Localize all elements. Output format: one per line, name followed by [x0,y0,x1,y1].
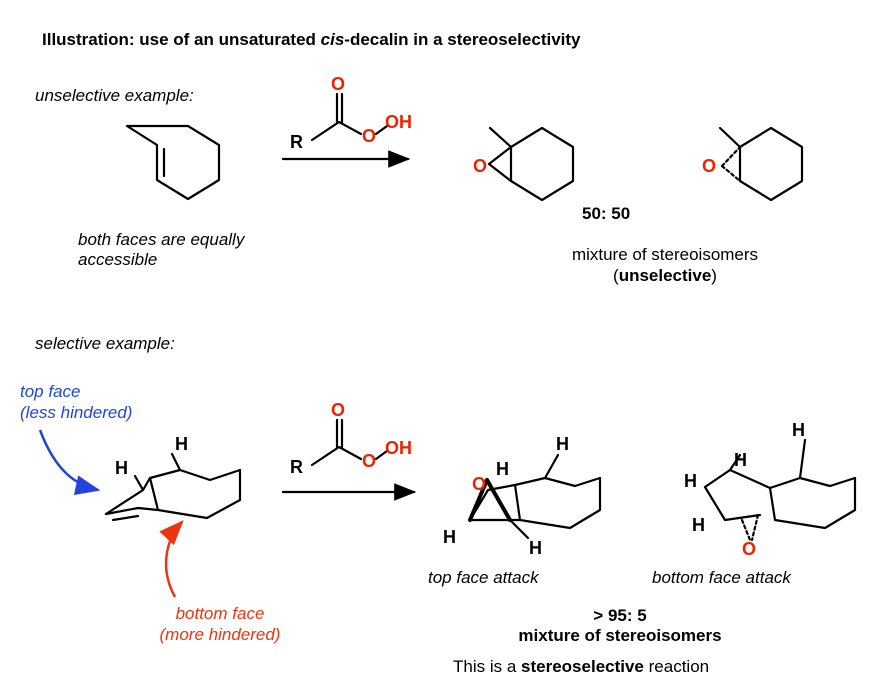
atom-o-bottom-epoxide: O [742,539,756,559]
atom-h-decalin-1: H [175,434,188,454]
result-line2: (unselective) [520,265,810,286]
atom-h-bottom-3: H [684,471,697,491]
conclusion-bold: stereoselective [521,657,644,676]
top-face-epoxide [468,453,602,540]
peracid-top [310,92,389,142]
unselective-ratio: 50: 50 [582,204,631,223]
selective-heading: selective example: [35,334,175,353]
bottom-face-line1: bottom face [175,604,265,623]
note-line2: accessible [78,250,158,269]
epoxide-product-2 [718,126,804,202]
conclusion-prefix: This is a [453,657,522,676]
title-prefix: Illustration: use of an unsaturated [42,30,321,49]
top-face-attack-label: top face attack [428,568,539,587]
conclusion: This is a stereoselective reaction [453,657,709,677]
atom-h-top-1: H [496,459,509,479]
unselective-heading: unselective example: [35,86,194,105]
cis-decalin-alkene [104,452,242,522]
conclusion-suffix: reaction [643,657,710,676]
methylcyclohexene [125,124,221,201]
top-face-line2: (less hindered) [20,403,133,422]
atom-o-epoxide-2: O [702,156,716,176]
top-face-line1: top face [20,382,81,401]
top-face-arrow [38,429,101,495]
atom-h-bottom-4: H [692,515,705,535]
result-bold: unselective [618,266,712,285]
result-line1: mixture of stereoisomers [571,245,759,264]
atom-h-top-4: H [529,538,542,558]
atom-o-peroxy-2: O [362,451,376,471]
selective-ratio: > 95: 5 mixture of stereoisomers [470,606,770,646]
atom-r-2: R [290,457,303,477]
bottom-face-attack-label: bottom face attack [652,568,791,587]
selective-ratio-line2: mixture of stereoisomers [518,626,722,645]
atom-oh-1: OH [385,112,412,132]
atom-h-bottom-2: H [734,450,747,470]
bottom-face-label: bottom face (more hindered) [120,603,320,645]
atom-h-bottom-1: H [792,420,805,440]
atom-o-top-epoxide: O [472,474,486,494]
epoxide-product-1 [487,126,575,202]
peracid-bottom [310,418,389,467]
atom-oh-2: OH [385,438,412,458]
diagram-title: Illustration: use of an unsaturated cis-… [42,30,581,50]
unselective-result: mixture of stereoisomers (unselective) [520,244,810,286]
atom-labels: O R O OH O O O R O OH H H O H H H H H H … [115,74,805,559]
result-close: ) [711,266,717,285]
atom-h-decalin-2: H [115,458,128,478]
atom-o-carbonyl-2: O [331,400,345,420]
bottom-face-arrow [159,520,184,598]
atom-h-top-3: H [443,527,456,547]
atom-r-1: R [290,132,303,152]
selective-ratio-value: > 95: 5 [593,606,647,625]
result-open: ( [613,266,619,285]
title-suffix: -decalin in a stereoselectivity [344,30,581,49]
atom-o-peroxy-1: O [362,126,376,146]
note-line1: both faces are equally [78,230,245,249]
unselective-note: both faces are equally accessible [78,230,244,270]
atom-o-carbonyl-1: O [331,74,345,94]
bottom-face-epoxide [703,438,857,542]
top-face-label: top face (less hindered) [20,381,132,423]
atom-o-epoxide-1: O [473,156,487,176]
atom-h-top-2: H [556,434,569,454]
title-italic: cis [320,30,345,49]
bottom-face-line2: (more hindered) [159,625,281,644]
